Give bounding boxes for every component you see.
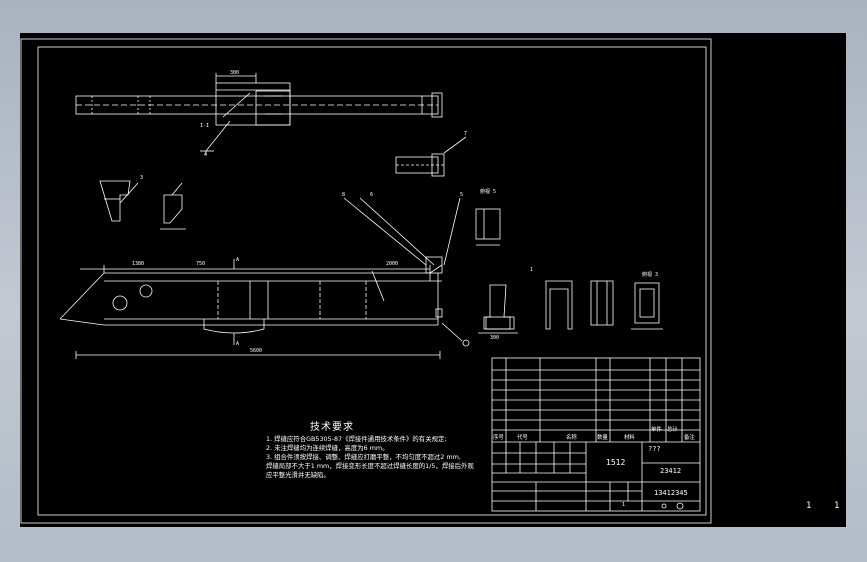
dim-overall-length: 5600	[250, 348, 262, 354]
parts-header-total: 总计	[667, 425, 678, 433]
parts-header-name: 名称	[566, 433, 577, 441]
section-label-ii: I-I	[200, 123, 209, 129]
section-label-top-view-5: 俯视 5	[480, 188, 496, 195]
technical-requirements: 技术要求 1. 焊缝应符合GB5305-87《焊接件通用技术条件》的有关规定; …	[266, 418, 496, 480]
callout-8: 8	[342, 192, 345, 198]
page-number-left: 1	[806, 501, 812, 511]
outer-border	[20, 38, 712, 524]
page-number-right: 1	[834, 501, 840, 511]
inner-border	[37, 46, 707, 516]
callout-7: 7	[464, 131, 467, 137]
section-label-top-view-3: 俯视 3	[642, 271, 658, 278]
dim-span-right: 2000	[386, 261, 398, 267]
tech-note-4: 焊缝局部不大于1 mm，焊接变形长度不超过焊缝长度的1/5，焊接后外观	[266, 462, 474, 470]
title-block-drawing-no: 23412	[660, 467, 682, 475]
parts-header-remark: 备注	[684, 433, 695, 441]
parts-header-unit: 单件	[651, 425, 662, 433]
tech-note-3: 3. 组合件须按焊接、调整、焊缝应打磨平整，不均匀度不超过2 mm,	[266, 453, 461, 461]
dim-span-left: 1380	[132, 261, 144, 267]
callout-3: 3	[140, 175, 143, 181]
callout-2: 2	[204, 151, 207, 157]
callout-6: 6	[370, 192, 373, 198]
profile-details	[99, 180, 186, 230]
title-block-scale: 1512	[606, 458, 626, 467]
section-label-a-bottom: A	[236, 341, 239, 347]
drawing-sheet: 300 1380 750 2000 5600 300 A A 俯视 5 俯视 3…	[20, 33, 846, 527]
title-block	[491, 357, 701, 512]
top-shaft-view	[75, 73, 443, 152]
callout-1: 1	[530, 267, 533, 273]
dim-top-view-width: 300	[230, 70, 239, 76]
parts-header-material: 材料	[624, 433, 635, 441]
parts-header-qty: 数量	[597, 433, 608, 441]
dim-span-mid: 750	[196, 261, 205, 267]
callout-5: 5	[460, 192, 463, 198]
tech-note-1: 1. 焊缝应符合GB5305-87《焊接件通用技术条件》的有关规定;	[266, 435, 447, 443]
dim-base-width: 300	[490, 335, 499, 341]
title-block-sheet-index: 1	[622, 502, 626, 508]
callout-4: 4	[204, 152, 207, 158]
cross-sections	[475, 208, 663, 334]
section-label-a-top: A	[236, 257, 239, 263]
tech-note-2: 2. 未注焊缝均为连续焊缝，高度为6 mm。	[266, 444, 389, 452]
tech-requirements-title: 技术要求	[310, 422, 354, 433]
tech-note-5: 应平整光滑并无缺陷。	[266, 471, 330, 479]
title-block-drawing-code: 13412345	[654, 489, 688, 497]
cad-drawing: 300 1380 750 2000 5600 300 A A 俯视 5 俯视 3…	[20, 38, 712, 524]
main-beam	[59, 197, 470, 359]
parts-header-code: 代号	[517, 433, 528, 441]
parts-header-index: 序号	[493, 433, 504, 441]
pin-detail	[395, 136, 467, 177]
title-block-part-name: ???	[648, 445, 661, 453]
